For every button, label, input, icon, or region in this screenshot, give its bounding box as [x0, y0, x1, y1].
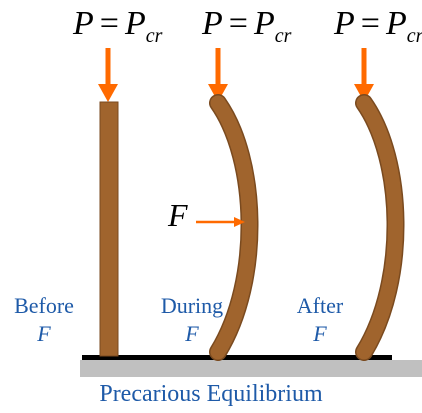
caption: Precarious Equilibrium — [99, 381, 323, 407]
column-buckled-during-fill — [210, 95, 257, 360]
load-label-during: P=Pcr — [202, 5, 292, 47]
load-arrow-after — [354, 48, 374, 102]
load-arrow-before — [98, 48, 118, 102]
ground-base — [80, 360, 422, 377]
label-after-force: F — [313, 321, 327, 346]
lateral-force-label: F — [168, 197, 188, 233]
lateral-force-arrow — [196, 217, 245, 227]
label-after-state: After — [296, 293, 344, 318]
label-during-state: During — [160, 293, 224, 318]
load-label-before: P=Pcr — [73, 5, 163, 47]
label-during: During F — [152, 292, 232, 348]
ground-line — [82, 355, 392, 360]
label-before: Before F — [8, 292, 80, 348]
load-label-after: P=Pcr — [334, 5, 422, 47]
load-arrow-during — [208, 48, 228, 102]
label-during-force: F — [185, 321, 199, 346]
column-buckled-after-fill — [356, 95, 403, 360]
label-before-state: Before — [14, 293, 74, 318]
label-after: After F — [284, 292, 356, 348]
label-before-force: F — [37, 321, 51, 346]
column-straight — [99, 101, 119, 357]
